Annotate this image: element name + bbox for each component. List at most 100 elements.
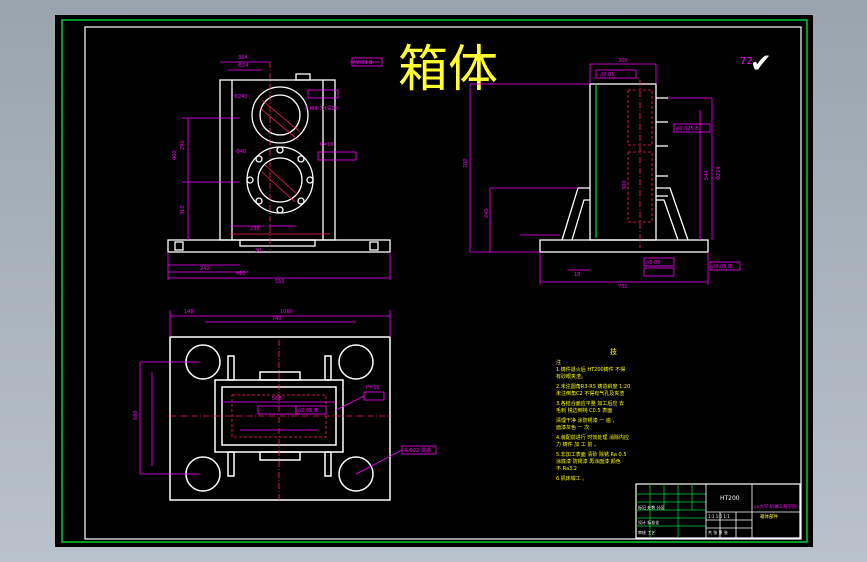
front-base-bolt <box>174 241 184 251</box>
top-boss <box>259 371 301 381</box>
drawing-border <box>84 26 802 540</box>
technical-notes: 技 注 1.铸件退火后 HT200铸件 不得 有砂眼夹渣。 2.未注圆角R3-R… <box>556 347 630 482</box>
side-tolerance-frame <box>595 69 637 79</box>
dim-front-height-2: 290 <box>180 140 186 150</box>
notes-line: 面漆灰色 一 次 <box>556 424 589 431</box>
title-block-text: HT200 xx大学 机械工程学院 箱体部件 标记 处数 分区 设计 标准化 审… <box>638 495 797 535</box>
front-bolt-hole <box>246 176 254 184</box>
front-tolerance-frame <box>317 151 357 161</box>
side-rib-right-inner <box>656 199 679 241</box>
dim-front-base-left: 240 <box>200 266 210 272</box>
front-bolt-hole <box>297 197 305 205</box>
notes-heading: 技 <box>610 347 617 356</box>
title-block-frame <box>635 483 801 539</box>
top-rib <box>324 451 332 477</box>
side-tolerance-frame <box>673 123 711 133</box>
top-rib <box>227 355 235 381</box>
dim-top-width: 1060 <box>280 309 293 315</box>
front-top-boss <box>295 73 311 81</box>
side-tolerance-frame <box>643 267 675 277</box>
front-bolt-hole <box>255 155 263 163</box>
dim-side-height-overall: 700 <box>463 158 469 168</box>
dim-front-top-width: 354 <box>238 55 248 61</box>
leader-line <box>335 395 365 411</box>
dim-front-bore-upper-label: 8-M8-7H深20 <box>305 105 338 112</box>
top-rib <box>324 355 332 381</box>
top-corner-hole <box>338 456 374 492</box>
dim-side-tolerance-2: //0.05 <box>646 260 661 266</box>
front-bolt-hole <box>255 197 263 205</box>
front-view <box>167 73 391 253</box>
notes-line: 4.装配前进行 时效处理 消除内应 <box>556 434 629 441</box>
dim-side-base-width: 732 <box>618 284 628 290</box>
dim-front-top-width-2: Φ24 <box>238 63 248 69</box>
notes-line: 5.非加工表面 清砂 除锈 Ra 0.5 <box>556 451 627 458</box>
front-tolerance-frame <box>351 57 383 67</box>
front-lower-bore-inner <box>257 157 303 203</box>
dim-side-rib-height: 240 <box>484 208 490 218</box>
dim-top-callout: P=16 <box>366 385 380 391</box>
dim-front-height-1: 400 <box>172 150 178 160</box>
side-base-plate <box>539 239 709 253</box>
front-hatch-line <box>261 99 301 133</box>
side-hidden-bore-upper <box>627 89 653 146</box>
front-hatch-line <box>259 107 299 141</box>
side-tolerance-frame <box>709 261 741 271</box>
title-block-material: HT200 <box>720 495 740 502</box>
check-mark-icon: ✔ <box>750 49 772 79</box>
dim-side-height-right: 544 <box>704 170 710 180</box>
dim-front-bore-lower-callout: P=16 <box>320 142 334 148</box>
title-block-row: 审核 工艺 <box>638 529 655 535</box>
notes-line: 不 Ra3.2 <box>556 466 577 472</box>
drawing-title: 箱体 <box>398 40 498 98</box>
top-base-outline <box>169 336 391 501</box>
top-rib <box>227 451 235 477</box>
dim-top-height: 680 <box>133 410 139 420</box>
title-block-grid-left <box>636 484 706 538</box>
roughness-symbol-label: 72 <box>740 56 753 67</box>
dim-front-height-3: 310 <box>180 205 186 215</box>
title-block-part-name: 箱体部件 <box>760 513 778 520</box>
dim-front-base-width: 410 <box>236 271 246 277</box>
dim-top-tolerance: //0.05 B <box>298 408 318 414</box>
front-bolt-hole <box>297 155 305 163</box>
front-bolt-hole <box>276 146 284 154</box>
title-block-sheet: 共 张 第 张 <box>708 529 728 535</box>
dim-side-tolerance-1: //0.025 B <box>676 126 699 132</box>
side-hidden-lines <box>627 80 653 248</box>
side-view <box>539 83 709 253</box>
top-dimension-text: 148 1060 740 680 568 //0.05 B P=16 4-Φ22… <box>133 309 431 454</box>
top-corner-hole <box>338 344 374 380</box>
title-block-row: 标记 处数 分区 <box>638 504 665 510</box>
model-space <box>55 15 813 547</box>
top-boss <box>259 451 301 461</box>
dim-front-base-small: 30 <box>255 248 261 254</box>
title-block-school: xx大学 机械工程学院 <box>754 503 797 510</box>
dim-top-hole-label: 4-Φ22 贯通 <box>404 447 431 454</box>
title-block-scale: 1:1 1:5 1:1 <box>708 514 730 519</box>
notes-line: 2.未注圆角R3-R5 铸造斜度 1:20 <box>556 383 630 390</box>
dim-top-width-2: 740 <box>272 316 282 322</box>
top-dimensions <box>139 310 437 475</box>
front-hatch-line <box>261 171 296 203</box>
dim-front-bore-upper: Φ240 <box>234 94 247 100</box>
front-dimensions <box>167 57 391 280</box>
front-base-recess <box>239 239 316 247</box>
top-tolerance-frame <box>295 405 327 415</box>
dim-side-tolerance-3: //0.05 B <box>712 264 732 270</box>
dim-top-inner-width: 568 <box>272 396 282 402</box>
front-base-bolt <box>369 241 379 251</box>
front-bolt-hole <box>276 206 284 214</box>
sheet-outer-frame <box>61 19 808 543</box>
title-block-grid-right <box>705 484 800 538</box>
dim-front-bore-lower: Φ40 <box>236 149 246 155</box>
front-bolt-hole <box>306 176 314 184</box>
front-upper-bore-inner <box>259 94 301 136</box>
notes-line: 涂底漆 防锈漆 再涂面漆 颜色 <box>556 458 621 465</box>
leader-line <box>355 449 403 475</box>
notes-line: 毛刺 锐边倒钝 C0.5 表面 <box>556 407 612 414</box>
dim-top-left-offset: 148 <box>184 309 194 315</box>
front-upper-bore-outer <box>251 86 309 144</box>
